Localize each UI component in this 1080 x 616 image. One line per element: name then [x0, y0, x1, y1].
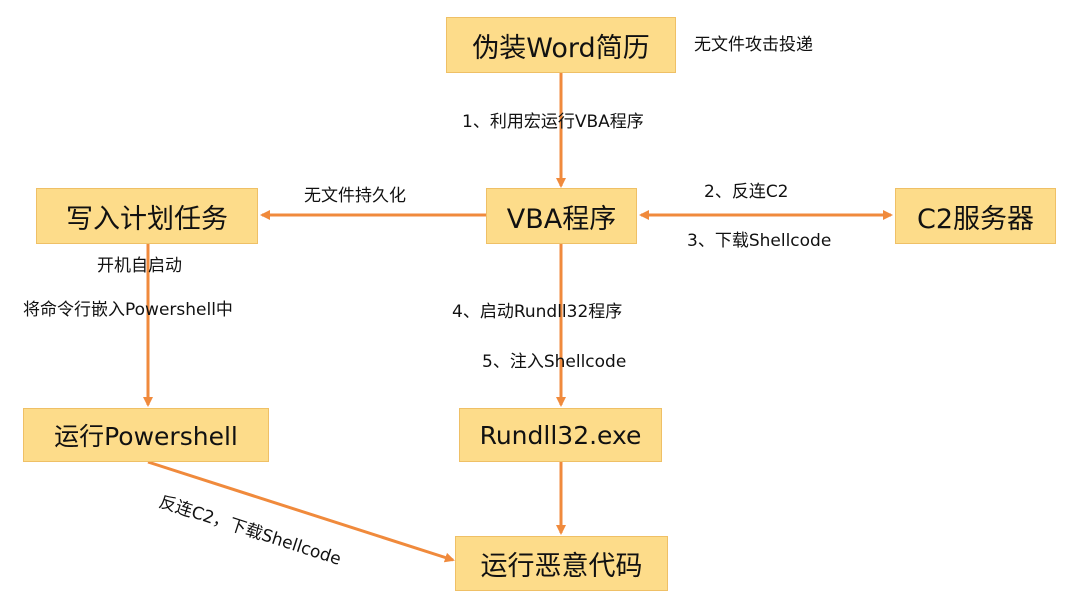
label-boot-autostart: 开机自启动: [97, 256, 182, 276]
label-inject-shellcode: 5、注入Shellcode: [482, 352, 627, 372]
node-fake-word-resume: 伪装Word简历: [446, 17, 676, 73]
node-rundll32-exe: Rundll32.exe: [459, 408, 662, 462]
node-write-scheduled-task: 写入计划任务: [36, 188, 258, 244]
node-run-powershell: 运行Powershell: [23, 408, 269, 462]
label-download-shellcode: 3、下载Shellcode: [687, 231, 832, 251]
label-fileless-delivery: 无文件攻击投递: [694, 35, 813, 55]
node-vba-program: VBA程序: [486, 188, 637, 244]
label-embed-cmd-powershell: 将命令行嵌入Powershell中: [23, 300, 233, 320]
label-macro-run-vba: 1、利用宏运行VBA程序: [462, 112, 644, 132]
node-c2-server: C2服务器: [895, 188, 1056, 244]
label-reverse-c2: 2、反连C2: [704, 182, 789, 202]
node-run-malicious-code: 运行恶意代码: [455, 536, 668, 591]
label-start-rundll32: 4、启动Rundll32程序: [452, 302, 623, 322]
arrow-powershell-to-malware: [147, 460, 455, 563]
label-fileless-persistence: 无文件持久化: [304, 186, 406, 206]
